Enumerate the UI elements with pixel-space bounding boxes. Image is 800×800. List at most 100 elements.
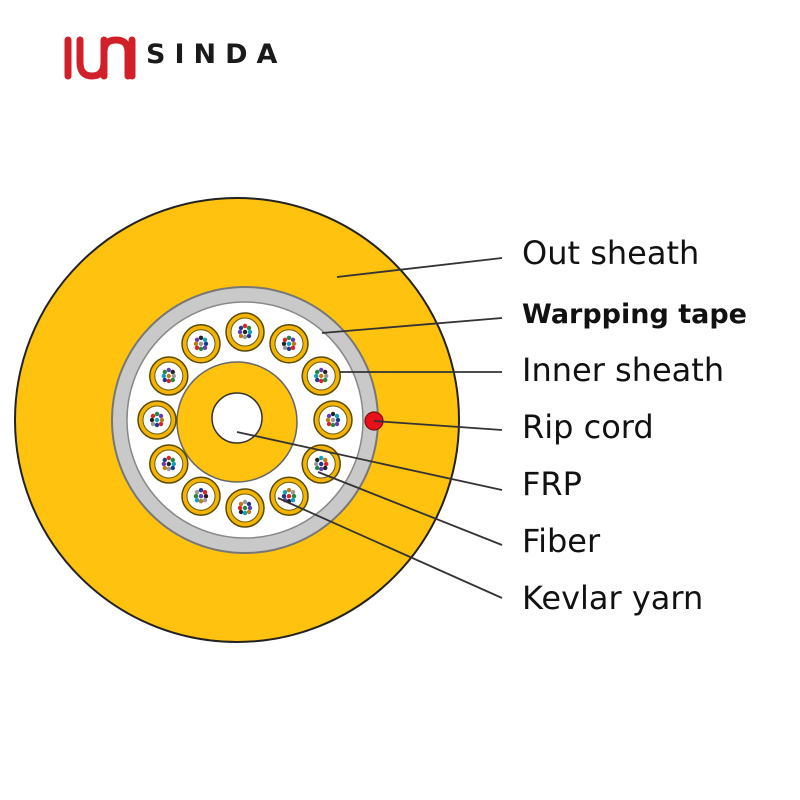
optical-fiber [315, 457, 320, 463]
optical-fiber [198, 488, 204, 493]
leader-fiber [317, 471, 503, 546]
fiber-tube [225, 312, 265, 352]
fiber-tube [137, 400, 177, 440]
optical-fiber [242, 499, 248, 505]
fiber-tube [301, 356, 341, 396]
optical-fiber [203, 341, 209, 346]
optical-fiber [242, 334, 248, 340]
optical-fiber [314, 373, 319, 379]
optical-fiber [166, 378, 171, 384]
fiber-tube [149, 356, 189, 396]
optical-fiber [281, 494, 287, 499]
optical-fiber [290, 498, 296, 503]
optical-fiber [286, 488, 292, 493]
optical-fiber [247, 505, 253, 511]
optical-fiber [242, 505, 248, 511]
optical-fiber [290, 490, 296, 495]
label-frp: FRP [522, 465, 582, 503]
optical-fiber [330, 422, 336, 428]
optical-fiber [166, 367, 171, 373]
sinda-logo-mark [64, 36, 136, 80]
optical-fiber [324, 461, 329, 467]
optical-fiber [202, 337, 208, 342]
optical-fiber [330, 411, 336, 417]
optical-fiber [166, 466, 171, 472]
optical-fiber [194, 345, 200, 350]
optical-fiber [242, 329, 248, 335]
optical-fiber [286, 494, 292, 499]
optical-fiber [162, 465, 167, 471]
optical-fiber [202, 345, 208, 350]
fiber-tubes [137, 312, 353, 528]
leader-frp [236, 431, 503, 491]
optical-fiber [238, 509, 244, 515]
label-fiber: Fiber [522, 522, 601, 560]
label-warpping-tape: Warpping tape [522, 299, 747, 330]
leader-kevlar-yarn [277, 497, 503, 599]
optical-fiber [325, 417, 331, 423]
optical-fiber [319, 373, 324, 379]
optical-fiber [319, 378, 324, 384]
optical-fiber [171, 373, 176, 379]
optical-fiber [246, 501, 252, 507]
leader-warpping-tape [321, 317, 503, 334]
optical-fiber [286, 341, 292, 346]
optical-fiber [170, 377, 175, 383]
optical-fiber [246, 333, 252, 339]
fiber-tube [313, 400, 353, 440]
optical-fiber [154, 411, 160, 417]
optical-fiber [323, 377, 328, 383]
optical-fiber [161, 373, 166, 379]
optical-fiber [330, 417, 336, 423]
optical-fiber [194, 337, 200, 342]
label-inner-sheath: Inner sheath [522, 351, 725, 389]
optical-fiber [202, 490, 208, 495]
leader-lines [236, 257, 503, 599]
leader-out-sheath [336, 257, 503, 278]
optical-fiber [242, 323, 248, 329]
optical-fiber [319, 466, 324, 472]
fiber-tube [225, 488, 265, 528]
optical-fiber [281, 341, 287, 346]
optical-fiber [150, 421, 156, 427]
optical-fiber [171, 461, 176, 467]
optical-fiber [290, 345, 296, 350]
optical-fiber [162, 377, 167, 383]
optical-fiber [166, 461, 171, 467]
optical-fiber [170, 457, 175, 463]
optical-fiber [198, 499, 204, 504]
optical-fiber [194, 490, 200, 495]
brand-name: SINDA [146, 39, 287, 70]
label-kevlar-yarn: Kevlar yarn [522, 579, 704, 617]
optical-fiber [170, 465, 175, 471]
fiber-tube [181, 476, 221, 516]
optical-fiber [238, 333, 244, 339]
fiber-tube [301, 444, 341, 484]
optical-fiber [291, 341, 297, 346]
optical-fiber [246, 509, 252, 515]
optical-fiber [238, 501, 244, 507]
optical-fiber [286, 335, 292, 340]
optical-fiber [198, 335, 204, 340]
optical-fiber [242, 510, 248, 516]
optical-fiber [319, 461, 324, 467]
optical-fiber [149, 417, 155, 423]
optical-fiber [282, 345, 288, 350]
optical-fiber [154, 417, 160, 423]
frp-core [211, 392, 263, 444]
optical-fiber [162, 369, 167, 375]
optical-fiber [334, 413, 340, 419]
optical-fiber [162, 457, 167, 463]
optical-fiber [314, 461, 319, 467]
optical-fiber [319, 367, 324, 373]
optical-fiber [161, 461, 166, 467]
fiber-tube [269, 476, 309, 516]
optical-fiber [323, 457, 328, 463]
optical-fiber [193, 494, 199, 499]
optical-fiber [166, 455, 171, 461]
optical-fiber [323, 369, 328, 375]
optical-fiber [315, 465, 320, 471]
optical-fiber [324, 373, 329, 379]
optical-fiber [326, 413, 332, 419]
optical-fiber [158, 421, 164, 427]
